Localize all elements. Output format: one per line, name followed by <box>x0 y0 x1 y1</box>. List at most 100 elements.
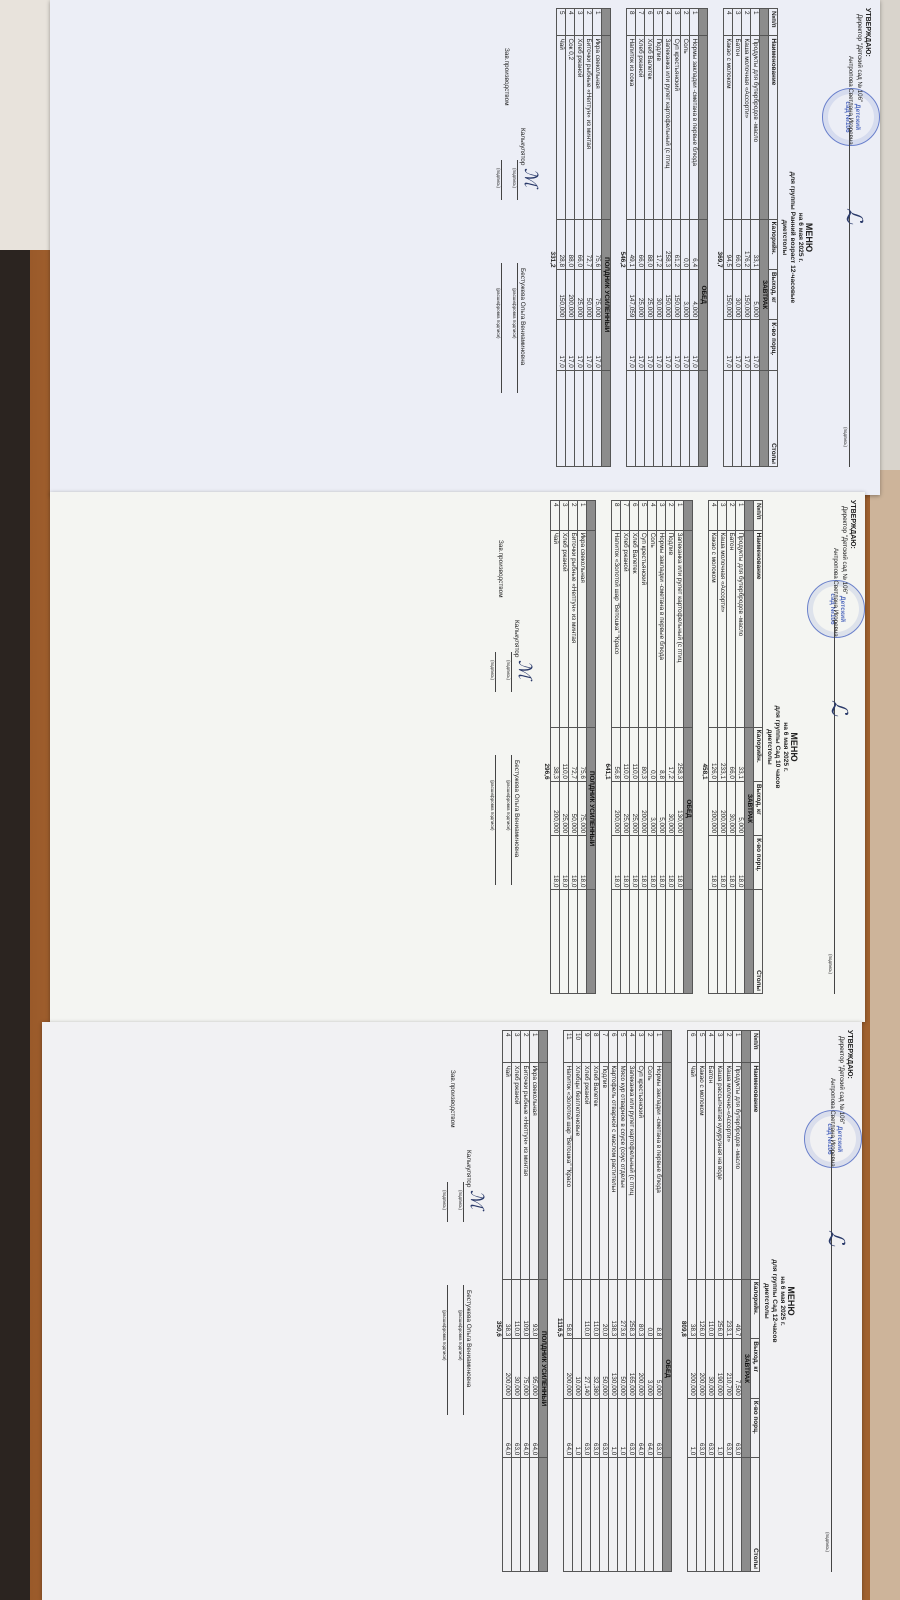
kcal-value: 110,0 <box>629 727 639 782</box>
kcal-value: 49,1 <box>626 219 636 270</box>
yield-value: 25,000 <box>559 781 569 836</box>
yield-value: 30,000 <box>665 781 675 836</box>
tables-cell <box>611 889 621 994</box>
portions-value: 63,0 <box>626 1398 636 1458</box>
row-no: 3 <box>635 1030 645 1063</box>
tables-cell <box>696 1457 706 1572</box>
section-total: 296,6 <box>542 763 550 780</box>
section-total-row: 350,6 <box>494 1031 503 1572</box>
tables-cell <box>556 370 566 467</box>
portions-value: 63,0 <box>581 1398 591 1458</box>
dish-name: Батон <box>732 35 742 220</box>
menu-diet: диетстолы <box>763 1283 771 1319</box>
section-total-row: 546,2 <box>618 9 627 467</box>
dish-name: Какао с молоком <box>696 1062 706 1280</box>
portions-value: 18,0 <box>674 835 684 890</box>
row-no: 6 <box>644 8 654 36</box>
calculator-line <box>510 652 512 692</box>
row-no: 1 <box>529 1030 539 1063</box>
portions-value: 18,0 <box>629 835 639 890</box>
calculator-line <box>462 1182 464 1222</box>
portions-value: 63,0 <box>653 1398 663 1458</box>
row-no: 4 <box>705 1030 715 1063</box>
dish-name: Нормы закладки -сметана в первые блюда <box>653 1062 663 1280</box>
section-total: 1116,5 <box>555 1318 563 1337</box>
yield-value: 30,000 <box>705 1338 715 1399</box>
menu-title: МЕНЮ <box>804 222 814 253</box>
director-line: Директор "Детский сад № 106" <box>856 14 863 103</box>
yield-value: 4,000 <box>689 269 699 320</box>
dish-name: Каша молочная «Ассорти» <box>717 530 727 728</box>
portions-value: 64,0 <box>563 1398 573 1458</box>
person-caption-2: (расшифровка подписи) <box>489 780 495 831</box>
row-no: 3 <box>574 8 584 36</box>
person-line-2 <box>494 755 496 885</box>
breakfast-band: ЗАВТРАК <box>759 8 769 467</box>
portions-value: 18,0 <box>656 835 666 890</box>
section-total: 331,2 <box>548 251 556 268</box>
tables-cell <box>620 889 630 994</box>
col-tables-header: Столы <box>753 889 763 994</box>
row-no: 1 <box>577 500 587 531</box>
kcal-value: 0,0 <box>647 727 657 782</box>
kcal-value: 33,1 <box>735 727 745 782</box>
dish-name: Хлеб ржаной <box>620 530 630 728</box>
section-total-row: 331,2 <box>548 9 557 467</box>
kcal-value: 28,8 <box>556 219 566 270</box>
col-name-header: Наименование <box>750 1062 760 1280</box>
tables-cell <box>705 1457 715 1572</box>
tables-cell <box>662 370 672 467</box>
portions-value: 1,0 <box>572 1398 582 1458</box>
kcal-value: 110,0 <box>511 1279 521 1339</box>
spacer-row <box>595 501 603 994</box>
yield-value: 200,000 <box>696 1338 706 1399</box>
tables-cell <box>732 370 742 467</box>
row-no: 11 <box>563 1030 573 1063</box>
col-yield-header: Выход, кг <box>768 269 778 320</box>
kcal-value: 256,0 <box>714 1279 724 1339</box>
kcal-value: 66,0 <box>574 219 584 270</box>
row-no: 2 <box>520 1030 530 1063</box>
yield-value: 147,059 <box>626 269 636 320</box>
row-no: 4 <box>626 1030 636 1063</box>
kcal-value: 17,2 <box>653 219 663 270</box>
breakfast-band: ЗАВТРАК <box>741 1030 751 1572</box>
snack-band: ПОЛДНИК УСИЛЕННЫЙ <box>601 8 611 467</box>
tables-cell <box>741 370 751 467</box>
portions-value: 63,0 <box>590 1398 600 1458</box>
spacer-row <box>547 1031 555 1572</box>
dish-name: Хлеб Валетек <box>644 35 654 220</box>
lunch-band: ОБЕД <box>698 8 708 467</box>
row-no: 4 <box>565 8 575 36</box>
dish-name: Каша рассыпчатая кукурузная на воде <box>714 1062 724 1280</box>
portions-value: 63,0 <box>723 1398 733 1458</box>
kcal-value <box>572 1279 582 1339</box>
section-total-row: 458,1 <box>700 501 709 994</box>
tables-cell <box>726 889 736 994</box>
director-name: Антропова Светлана Игоревна <box>832 548 839 637</box>
portions-value: 18,0 <box>638 835 648 890</box>
table-header-row: №п/п Наименование Калорийн. Выход, кг К-… <box>750 1030 760 1572</box>
portions-value: 17,0 <box>583 319 593 371</box>
production-line <box>446 1182 448 1222</box>
tables-cell <box>674 889 684 994</box>
portions-value: 1,0 <box>608 1398 618 1458</box>
